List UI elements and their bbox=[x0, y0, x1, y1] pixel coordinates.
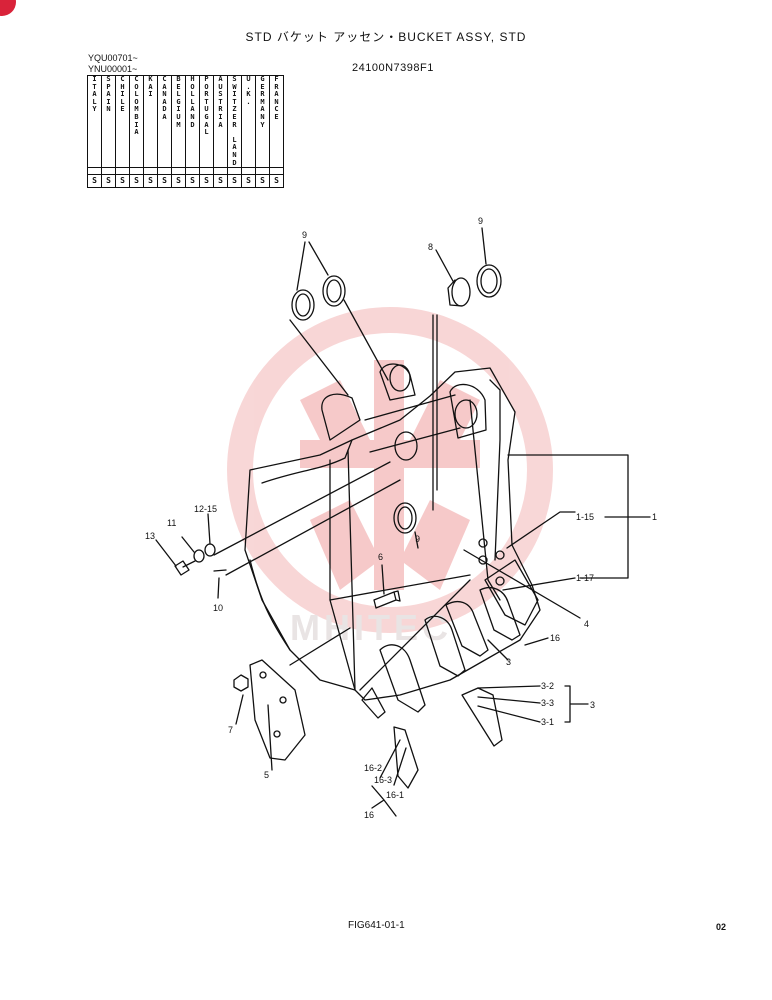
country-mark-cell: S bbox=[199, 174, 214, 189]
figure-label: FIG641-01-1 bbox=[348, 920, 405, 931]
callout-13: 13 bbox=[145, 531, 155, 541]
callout-9: 9 bbox=[478, 216, 483, 226]
callout-16-1: 16-1 bbox=[386, 790, 404, 800]
callout-3: 3 bbox=[590, 700, 595, 710]
country-mark-cell: S bbox=[269, 174, 284, 189]
callout-3-2: 3-2 bbox=[541, 681, 554, 691]
country-mark-cell: S bbox=[213, 174, 228, 189]
callout-3-3: 3-3 bbox=[541, 698, 554, 708]
callout-16-2: 16-2 bbox=[364, 763, 382, 773]
callout-6: 6 bbox=[378, 552, 383, 562]
country-mark-cell: S bbox=[129, 174, 144, 189]
page-title: STD バケット アッセン・BUCKET ASSY, STD bbox=[245, 30, 527, 44]
country-mark-cell: S bbox=[115, 174, 130, 189]
callout-7: 7 bbox=[228, 725, 233, 735]
callout-16-3: 16-3 bbox=[374, 775, 392, 785]
callout-3: 3 bbox=[506, 657, 511, 667]
callout-5: 5 bbox=[264, 770, 269, 780]
callout-16: 16 bbox=[364, 810, 374, 820]
callout-9: 9 bbox=[415, 534, 420, 544]
callout-3-1: 3-1 bbox=[541, 717, 554, 727]
callout-11: 11 bbox=[167, 518, 176, 528]
callout-1-17: 1-17 bbox=[576, 573, 594, 583]
callout-8: 8 bbox=[428, 242, 433, 252]
serial-range-1: YQU00701~ bbox=[88, 53, 138, 63]
callout-16: 16 bbox=[550, 633, 560, 643]
page-code: 02 bbox=[716, 922, 727, 932]
callout-9: 9 bbox=[302, 230, 307, 240]
callout-1-15: 1-15 bbox=[576, 512, 594, 522]
callout-12-15: 12-15 bbox=[194, 504, 217, 514]
watermark: MHITEC bbox=[227, 307, 553, 648]
part-number: 24100N7398F1 bbox=[352, 62, 434, 74]
callout-4: 4 bbox=[584, 619, 589, 629]
country-mark-cell: S bbox=[157, 174, 172, 189]
callout-labels: 9 9 8 9 12-15 11 13 10 6 1-15 1 1-17 4 1… bbox=[145, 216, 657, 820]
serial-range-2: YNU00001~ bbox=[88, 64, 138, 74]
callout-10: 10 bbox=[213, 603, 223, 613]
callout-1: 1 bbox=[652, 512, 657, 522]
